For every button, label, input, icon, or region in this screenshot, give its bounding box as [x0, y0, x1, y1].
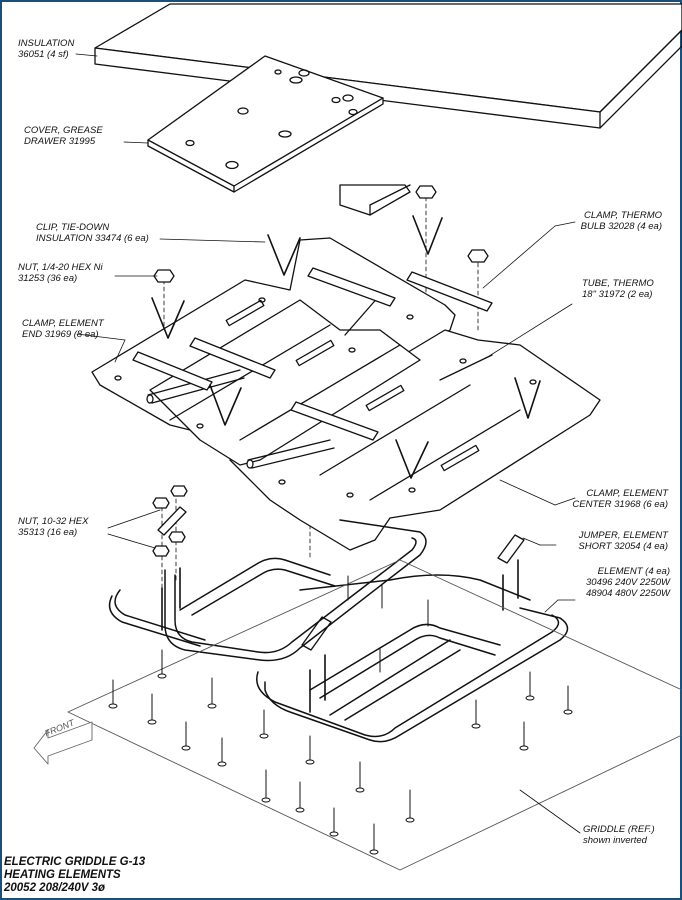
front-arrow [33, 721, 93, 765]
element-clamps [132, 267, 493, 441]
label-jumper-name: JUMPER, ELEMENT [578, 530, 668, 541]
label-jumper-part: SHORT 32054 (4 ea) [578, 541, 668, 552]
label-clamp-end: CLAMP, ELEMENT END 31969 (8 ea) [22, 318, 104, 340]
hex-nuts [152, 185, 489, 557]
label-tube-thermo: TUBE, THERMO 18" 31972 (2 ea) [582, 278, 654, 300]
label-insulation-name: INSULATION [18, 38, 75, 49]
label-element-part-240v: 30496 240V 2250W [586, 577, 670, 588]
insulation-block [94, 3, 682, 129]
label-nut-hex-ni-part: 31253 (36 ea) [18, 273, 78, 284]
title-line-model: ELECTRIC GRIDDLE G-13 [4, 856, 146, 868]
label-clamp-end-name: CLAMP, ELEMENT [22, 318, 104, 329]
element-frame-assembly [91, 237, 601, 551]
heating-elements [108, 519, 569, 743]
label-clamp-center: CLAMP, ELEMENT CENTER 31968 (6 ea) [572, 488, 668, 510]
label-griddle-note: shown inverted [583, 835, 647, 846]
label-nut-1032: NUT, 10-32 HEX 35313 (16 ea) [18, 516, 88, 538]
title-line-part-voltage: 20052 208/240V 3ø [4, 882, 106, 894]
label-clamp-center-name: CLAMP, ELEMENT [586, 488, 668, 499]
label-griddle: GRIDDLE (REF.) shown inverted [583, 824, 655, 846]
label-insulation-part: 36051 (4 sf) [18, 49, 69, 60]
label-clamp-thermo: CLAMP, THERMO BULB 32028 (4 ea) [581, 210, 662, 232]
label-element-part-480v: 48904 480V 2250W [586, 588, 670, 599]
label-clamp-thermo-name: CLAMP, THERMO [584, 210, 662, 221]
label-jumper: JUMPER, ELEMENT SHORT 32054 (4 ea) [578, 530, 668, 552]
label-cover: COVER, GREASE DRAWER 31995 [24, 125, 103, 147]
label-cover-part: DRAWER 31995 [24, 136, 96, 147]
label-tube-thermo-part: 18" 31972 (2 ea) [582, 289, 653, 300]
label-insulation: INSULATION 36051 (4 sf) [18, 38, 74, 60]
label-clip-name: CLIP, TIE-DOWN [36, 222, 110, 233]
label-element: ELEMENT (4 ea) 30496 240V 2250W 48904 48… [586, 566, 670, 599]
stud-heads [108, 673, 573, 855]
label-nut-hex-ni: NUT, 1/4-20 HEX Ni 31253 (36 ea) [18, 262, 103, 284]
label-clip-part: INSULATION 33474 (6 ea) [36, 233, 149, 244]
griddle-plate [67, 559, 682, 871]
label-cover-name: COVER, GREASE [24, 125, 103, 136]
drawing-title: ELECTRIC GRIDDLE G-13 HEATING ELEMENTS 2… [4, 856, 145, 895]
label-clip: CLIP, TIE-DOWN INSULATION 33474 (6 ea) [36, 222, 149, 244]
label-griddle-name: GRIDDLE (REF.) [583, 824, 655, 835]
label-clamp-thermo-part: BULB 32028 (4 ea) [580, 221, 662, 232]
insulation-piece [339, 184, 411, 216]
label-element-name: ELEMENT (4 ea) [597, 566, 670, 577]
label-nut-1032-part: 35313 (16 ea) [18, 527, 78, 538]
label-nut-hex-ni-name: NUT, 1/4-20 HEX Ni [18, 262, 103, 273]
element-terminals [161, 559, 519, 713]
grease-drawer-cover [147, 55, 384, 193]
label-clamp-end-part: END 31969 (8 ea) [22, 329, 99, 340]
griddle-studs [112, 575, 569, 853]
tie-down-clips [151, 215, 541, 479]
label-nut-1032-name: NUT, 10-32 HEX [18, 516, 89, 527]
label-tube-thermo-name: TUBE, THERMO [582, 278, 654, 289]
label-clamp-center-part: CENTER 31968 (6 ea) [572, 499, 668, 510]
thermo-tubes [146, 294, 493, 469]
leader-lines [75, 53, 581, 834]
title-line-subject: HEATING ELEMENTS [4, 869, 121, 881]
